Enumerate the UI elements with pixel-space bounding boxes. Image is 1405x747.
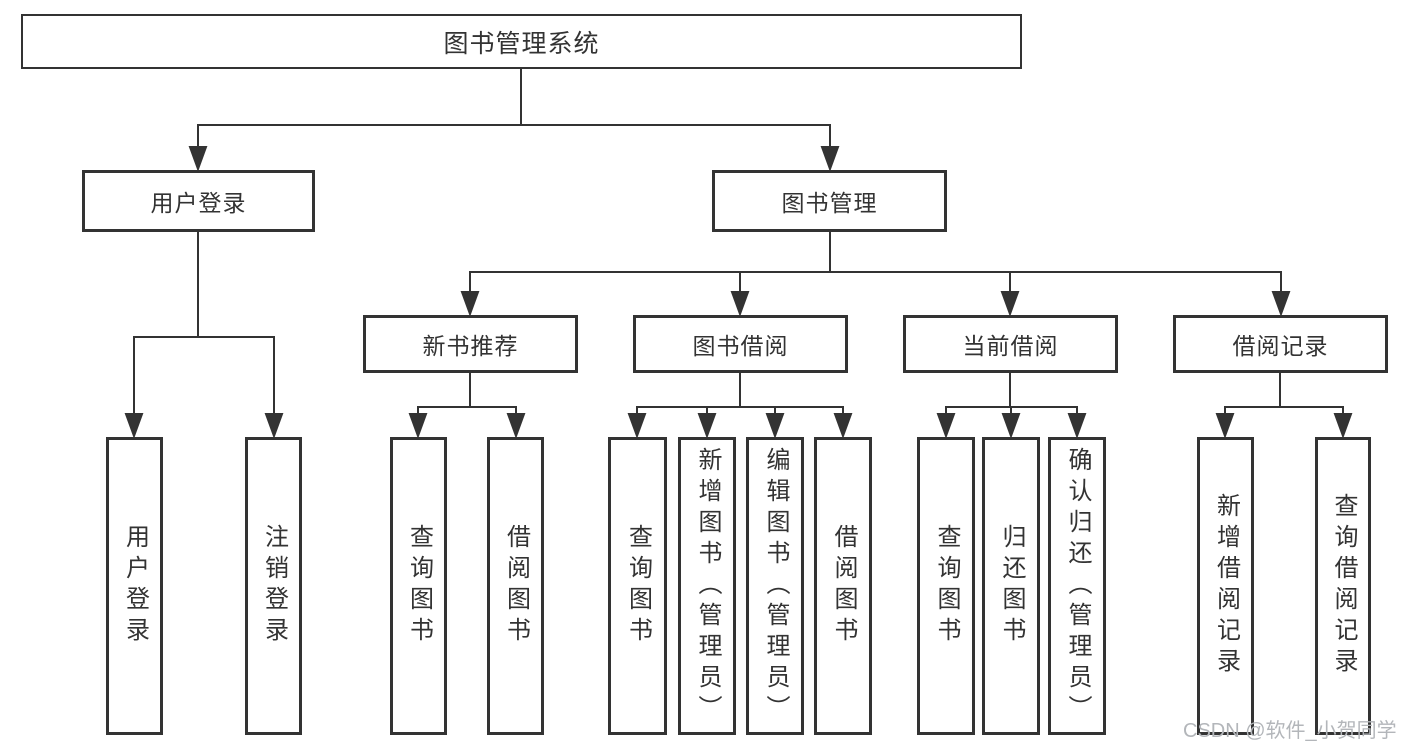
leaf-logout: 注销登录 bbox=[245, 437, 302, 735]
node-book-borrow: 图书借阅 bbox=[633, 315, 848, 373]
arrowhead-icon bbox=[1001, 413, 1021, 439]
arrowhead-icon bbox=[1333, 413, 1353, 439]
leaf-add-borrow-record: 新增借阅记录 bbox=[1197, 437, 1254, 735]
node-library-system: 图书管理系统 bbox=[21, 14, 1022, 69]
arrowhead-icon bbox=[460, 291, 480, 317]
arrowhead-icon bbox=[730, 291, 750, 317]
leaf-borrow-book-recommend: 借阅图书 bbox=[487, 437, 544, 735]
leaf-return-book: 归还图书 bbox=[982, 437, 1040, 735]
leaf-borrow-book: 借阅图书 bbox=[814, 437, 872, 735]
arrowhead-icon bbox=[1067, 413, 1087, 439]
node-book-management: 图书管理 bbox=[712, 170, 947, 232]
node-new-book-recommend: 新书推荐 bbox=[363, 315, 578, 373]
arrowhead-icon bbox=[124, 413, 144, 439]
leaf-query-borrow-record: 查询借阅记录 bbox=[1315, 437, 1371, 735]
watermark-text: CSDN @软件_小贺同学 bbox=[1183, 720, 1397, 742]
node-current-borrow: 当前借阅 bbox=[903, 315, 1118, 373]
arrowhead-icon bbox=[408, 413, 428, 439]
leaf-query-book-borrow: 查询图书 bbox=[608, 437, 667, 735]
arrowhead-icon bbox=[506, 413, 526, 439]
leaf-query-book-recommend: 查询图书 bbox=[390, 437, 447, 735]
arrowhead-icon bbox=[264, 413, 284, 439]
leaf-add-book-admin: 新增图书（管理员） bbox=[678, 437, 736, 735]
arrowhead-icon bbox=[1000, 291, 1020, 317]
arrowhead-icon bbox=[833, 413, 853, 439]
leaf-edit-book-admin: 编辑图书（管理员） bbox=[746, 437, 804, 735]
arrowhead-icon bbox=[1215, 413, 1235, 439]
arrowhead-icon bbox=[820, 146, 840, 172]
leaf-confirm-return-admin: 确认归还（管理员） bbox=[1048, 437, 1106, 735]
arrowhead-icon bbox=[765, 413, 785, 439]
arrowhead-icon bbox=[627, 413, 647, 439]
arrowhead-icon bbox=[697, 413, 717, 439]
node-user-login: 用户登录 bbox=[82, 170, 315, 232]
arrowhead-icon bbox=[188, 146, 208, 172]
arrowhead-icon bbox=[1271, 291, 1291, 317]
leaf-user-login: 用户登录 bbox=[106, 437, 163, 735]
arrowhead-icon bbox=[936, 413, 956, 439]
leaf-query-book-current: 查询图书 bbox=[917, 437, 975, 735]
node-borrow-record: 借阅记录 bbox=[1173, 315, 1388, 373]
